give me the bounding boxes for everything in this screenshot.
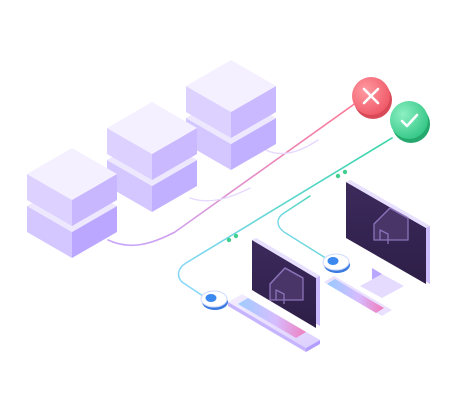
house-icon <box>269 267 304 304</box>
check-icon <box>400 113 419 128</box>
user-icon <box>205 294 217 302</box>
approve-badge <box>390 101 430 143</box>
house-icon <box>373 207 409 244</box>
server-stack-right <box>186 60 276 170</box>
signal-dot <box>335 173 341 179</box>
user-node-desktop <box>322 253 350 273</box>
laptop <box>228 238 320 352</box>
approve-connection <box>177 137 393 299</box>
server-stack-left <box>27 148 117 258</box>
desktop-keyboard <box>324 276 392 316</box>
close-icon <box>362 87 380 105</box>
desktop-monitor <box>346 180 430 298</box>
signal-dot <box>226 237 232 243</box>
user-node-laptop <box>200 290 228 310</box>
server-unit <box>186 60 276 138</box>
signal-dot <box>342 169 348 175</box>
server-unit <box>27 148 117 226</box>
reject-badge <box>352 77 392 119</box>
signal-dot <box>233 233 239 239</box>
reject-connection <box>107 99 361 247</box>
server-unit <box>107 102 197 180</box>
user-icon <box>327 257 339 265</box>
server-stack-middle <box>107 102 197 212</box>
